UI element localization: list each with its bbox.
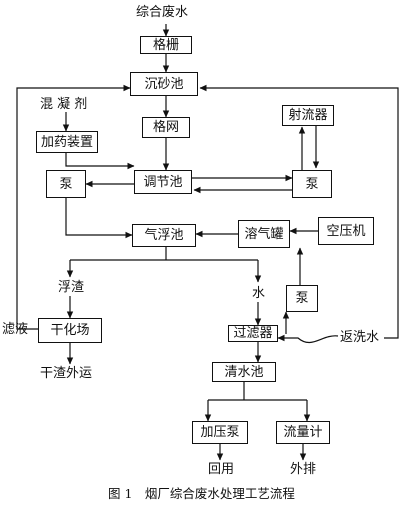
screen-mesh-box: 格网 [142,117,190,138]
dry-residue-label: 干渣外运 [40,366,93,381]
line-backwash-return [199,84,399,339]
input-label: 综合废水 [136,5,189,20]
arrow-backwash-to-filter [277,334,339,344]
equalization-tank-box: 调节池 [134,170,192,194]
grit-chamber-box: 沉砂池 [130,72,198,96]
booster-pump-box: 加压泵 [192,421,248,444]
water-label: 水 [252,286,266,301]
discharge-label: 外排 [290,462,317,477]
figure-caption: 图 1 烟厂综合废水处理工艺流程 [108,486,295,501]
flowmeter-box: 流量计 [276,421,330,444]
reuse-label: 回用 [208,462,235,477]
grille-box: 格栅 [140,36,192,54]
flotation-tank-box: 气浮池 [132,224,196,247]
scum-label: 浮渣 [58,280,85,295]
line-flotation-split [70,247,258,261]
filtrate-label: 滤液 [2,322,29,337]
backwash-label: 返洗水 [340,330,380,345]
pump-filter-box: 泵 [286,285,318,312]
line-filtrate-return [16,84,131,330]
dissolved-air-tank-box: 溶气罐 [238,220,290,248]
ejector-box: 射流器 [282,105,334,126]
pump-right-box: 泵 [292,170,332,198]
drying-yard-box: 干化场 [38,318,102,343]
line-clear-pool-split [208,382,307,401]
air-compressor-box: 空压机 [318,217,374,245]
coagulant-label: 混 凝 剂 [40,97,88,112]
dosing-device-box: 加药装置 [36,131,98,153]
filter-box: 过滤器 [228,325,278,342]
clear-water-pool-box: 清水池 [212,362,276,382]
pump-left-box: 泵 [46,170,86,198]
arrow-dosing-to-equalization [65,153,135,170]
arrow-pump-left-to-flotation [65,198,133,239]
